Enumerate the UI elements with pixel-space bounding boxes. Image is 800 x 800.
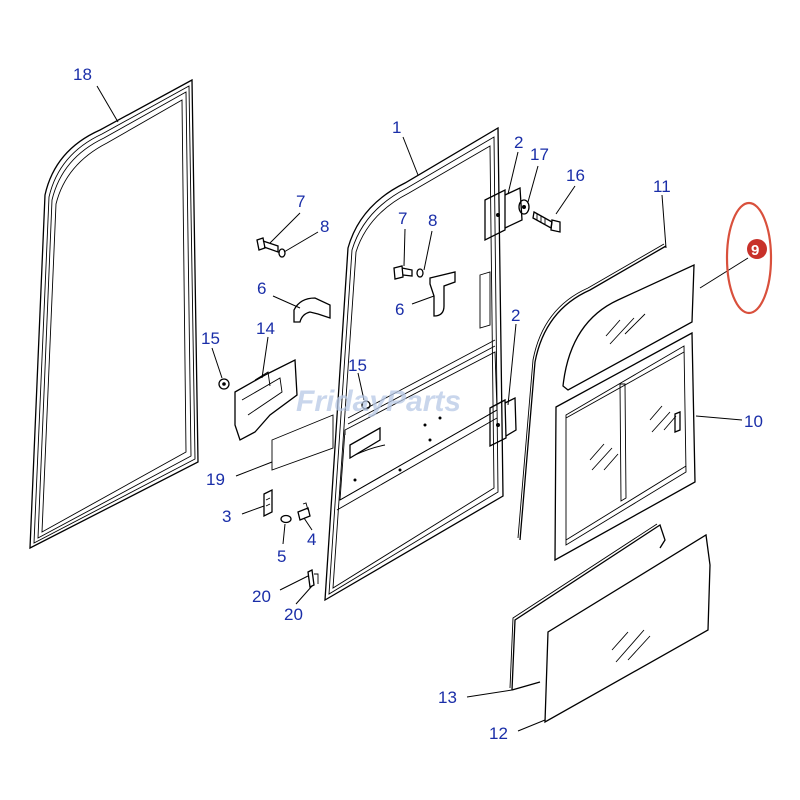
callout-6-right[interactable]: 6 [395,300,404,319]
part-13-lower-glass-seal [509,523,666,691]
part-16-bolt [532,210,561,233]
part-9-badge [747,239,767,259]
part-2-upper-hinge [484,187,523,242]
callout-5[interactable]: 5 [277,547,286,566]
part-2-lower-hinge [489,396,517,448]
callout-11[interactable]: 11 [653,177,671,196]
callout-15-center[interactable]: 15 [348,356,367,375]
callout-7-right[interactable]: 7 [398,209,407,228]
callout-12[interactable]: 12 [489,724,508,743]
callout-4[interactable]: 4 [307,530,316,549]
callout-2-upper[interactable]: 2 [514,133,523,152]
part-11-upper-glass-seal [517,243,667,541]
part-8-washer-left [278,248,286,258]
callout-6-left[interactable]: 6 [257,279,266,298]
part-1-door-frame [324,126,504,602]
callouts: 18 1 2 17 16 11 7 8 7 8 6 6 2 15 14 15 1… [73,65,763,743]
callout-20-upper[interactable]: 20 [252,587,271,606]
callout-8-right[interactable]: 8 [428,211,437,230]
part-7-bolt-left [256,237,279,253]
callout-2-lower[interactable]: 2 [511,306,520,325]
callout-13[interactable]: 13 [438,688,457,707]
part-18-door-seal [29,78,199,550]
callout-14[interactable]: 14 [256,319,275,338]
callout-3[interactable]: 3 [222,507,231,526]
callout-8-left[interactable]: 8 [320,217,329,236]
part-10-sliding-window [554,331,696,562]
part-9-highlight: 9 [725,201,773,315]
part-12-lower-glass [544,533,711,724]
part-3-latch [263,488,273,518]
callout-16[interactable]: 16 [566,166,585,185]
part-6-handle-left [293,297,331,323]
part-8-washer-right [416,268,424,278]
callout-20-lower[interactable]: 20 [284,605,303,624]
part-4-bolt [297,502,311,521]
part-6-handle-right [429,271,456,317]
part-14-handle-cover [234,358,298,441]
part-15-screw-center [361,400,371,410]
part-19-sheet [271,414,334,471]
callout-18[interactable]: 18 [73,65,92,84]
callout-1[interactable]: 1 [392,118,401,137]
part-20-pins [307,569,319,588]
part-5-washer [280,514,292,524]
callout-19[interactable]: 19 [206,470,225,489]
part-9-upper-glass [562,263,695,391]
callout-15-left[interactable]: 15 [201,329,220,348]
callout-10[interactable]: 10 [744,412,763,431]
callout-7-left[interactable]: 7 [296,192,305,211]
leader-lines [96,85,749,732]
watermark-text: FridayParts [296,385,461,418]
part-15-screw-left [218,378,230,390]
part-17-washer [518,199,530,215]
callout-17[interactable]: 17 [530,145,549,164]
callout-9[interactable]: 9 [751,242,759,259]
part-7-bolt-right [393,265,413,280]
